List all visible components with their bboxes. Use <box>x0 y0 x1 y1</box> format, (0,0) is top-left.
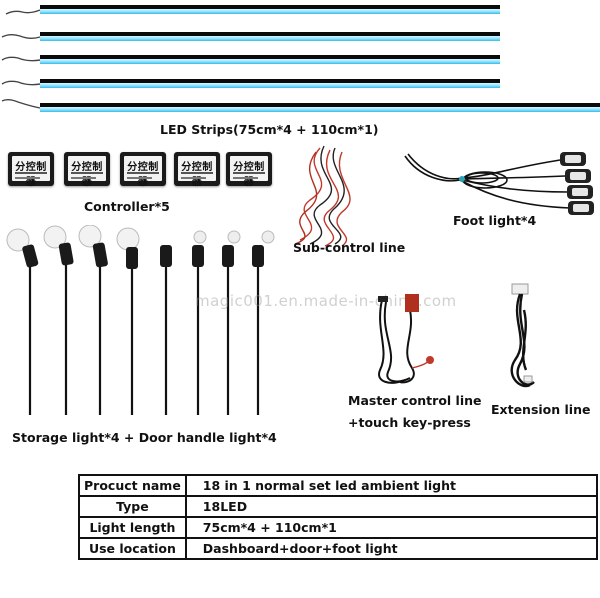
controller-box: 分控制器 <box>64 152 110 188</box>
foot-light-label: Foot light*4 <box>453 213 537 228</box>
spec-value: 18 in 1 normal set led ambient light <box>184 474 599 497</box>
spec-value: 18LED <box>184 495 599 518</box>
storage-door-label: Storage light*4 + Door handle light*4 <box>12 430 277 445</box>
led-strips-illustration <box>1 5 600 112</box>
table-row: Type 18LED <box>78 495 599 518</box>
controller-box: 分控制器 <box>226 152 272 188</box>
controller-box: 分控制器 <box>120 152 166 188</box>
watermark-text: magic001.en.made-in-china.com <box>195 292 457 310</box>
spec-key: Type <box>78 495 187 518</box>
foot-pod <box>565 169 591 183</box>
table-row: Procuct name 18 in 1 normal set led ambi… <box>78 474 599 497</box>
table-row: Use location Dashboard+door+foot light <box>78 537 599 560</box>
storage-light <box>78 225 108 415</box>
spec-value: Dashboard+door+foot light <box>184 537 599 560</box>
master-control-line <box>378 294 434 384</box>
master-control-label-2: +touch key-press <box>348 415 471 430</box>
master-control-label-1: Master control line <box>348 393 482 408</box>
foot-pod <box>567 185 593 199</box>
spec-key: Light length <box>78 516 187 539</box>
table-row: Light length 75cm*4 + 110cm*1 <box>78 516 599 539</box>
led-strips-label: LED Strips(75cm*4 + 110cm*1) <box>160 122 379 137</box>
spec-key: Use location <box>78 537 187 560</box>
led-strip-long <box>1 99 600 112</box>
foot-pod <box>568 201 594 215</box>
foot-pod <box>560 152 586 166</box>
door-handle-light <box>160 245 172 415</box>
led-strip <box>5 5 500 15</box>
led-strip <box>1 32 500 41</box>
led-strip <box>1 79 500 88</box>
controller-label: Controller*5 <box>84 199 170 214</box>
spec-table: Procuct name 18 in 1 normal set led ambi… <box>78 474 599 560</box>
storage-door-lights <box>6 225 275 415</box>
controller-box: 分控制器 <box>8 152 54 188</box>
spec-value: 75cm*4 + 110cm*1 <box>184 516 599 539</box>
door-handle-light <box>222 230 241 415</box>
extension-line <box>510 283 535 388</box>
storage-light <box>116 227 140 415</box>
controller-box: 分控制器 <box>174 152 220 188</box>
sub-control-wires <box>294 145 351 247</box>
extension-label: Extension line <box>491 402 591 417</box>
door-handle-light <box>192 230 207 415</box>
storage-light <box>6 228 39 415</box>
led-strip <box>1 55 500 64</box>
foot-lights <box>404 152 594 215</box>
storage-light <box>43 225 74 415</box>
spec-key: Procuct name <box>78 474 187 497</box>
door-handle-light <box>252 230 275 415</box>
sub-control-label: Sub-control line <box>293 240 406 255</box>
